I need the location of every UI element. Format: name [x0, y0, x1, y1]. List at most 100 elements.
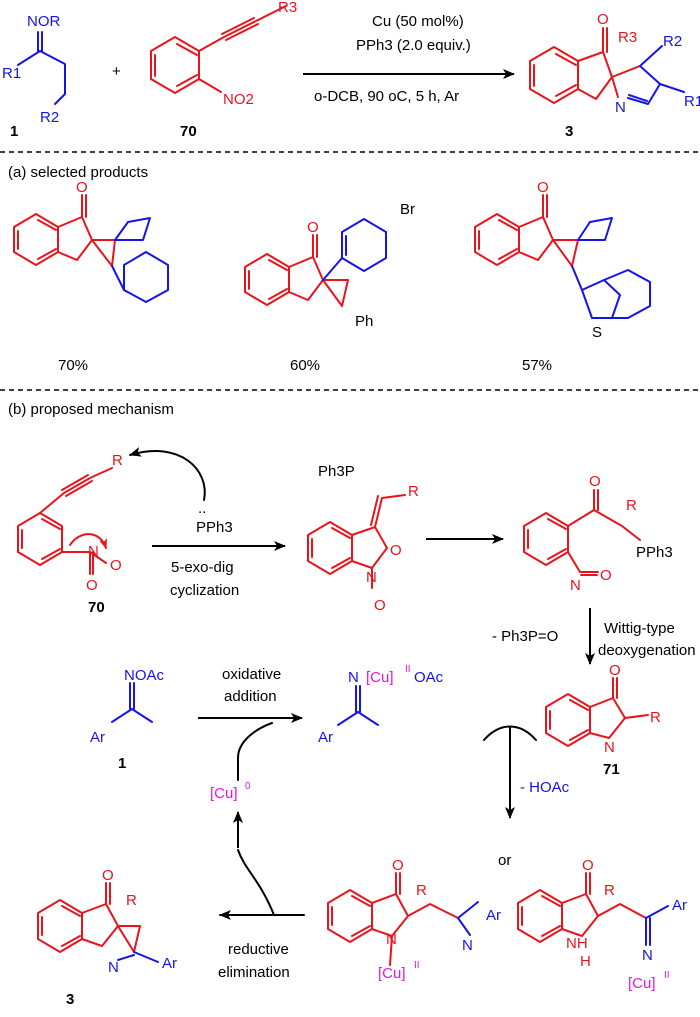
- p3-s: S: [592, 324, 602, 341]
- p1-o: O: [76, 179, 88, 196]
- cyc-b-nh: NH: [566, 935, 588, 952]
- cond-exo-dig: 5-exo-dig: [171, 559, 234, 576]
- mech-compound-71: O R N 71: [545, 662, 661, 778]
- cu-complex-ox: II: [405, 664, 411, 675]
- mech70-o2: O: [86, 577, 98, 594]
- alkyne-r3: R3: [278, 0, 297, 16]
- cyc-b-ox: II: [664, 970, 670, 981]
- oxime-reagent: NOR R1 R2 1: [2, 13, 66, 140]
- mech70-n: N: [88, 543, 99, 560]
- cu-complex-n: N: [348, 669, 359, 686]
- product-label: 3: [565, 123, 573, 140]
- or-text: or: [498, 852, 511, 869]
- yield-1: 70%: [58, 357, 88, 374]
- cyc-b-o: O: [582, 857, 594, 874]
- nitroaryl-alkyne: R3 NO2 70: [150, 0, 297, 140]
- oxime-label: 1: [118, 755, 126, 772]
- cyc-a-o: O: [392, 857, 404, 874]
- step2-left: - Ph3P=O: [492, 628, 558, 645]
- conditions-line1: Cu (50 mol%): [372, 13, 464, 30]
- product-3-structure: O R3 R2 R1 N 3: [529, 11, 700, 140]
- inter2-r: R: [626, 497, 637, 514]
- cyc-b-ar: Ar: [672, 897, 687, 914]
- inter1-n: N: [366, 569, 377, 586]
- inter2-o: O: [589, 473, 601, 490]
- conditions-line2: PPh3 (2.0 equiv.): [356, 37, 471, 54]
- conditions-below: o-DCB, 90 oC, 5 h, Ar: [314, 88, 459, 105]
- yield-3: 57%: [522, 357, 552, 374]
- selected-product-3: O S: [474, 179, 651, 341]
- cyc-b-h: H: [580, 953, 591, 970]
- product-o: O: [597, 11, 609, 28]
- p3m-r: R: [126, 892, 137, 909]
- p3-o: O: [537, 179, 549, 196]
- c71-o: O: [609, 662, 621, 679]
- oxime-ar: Ar: [90, 729, 105, 746]
- cyc-b-r: R: [604, 882, 615, 899]
- product-n: N: [615, 99, 626, 116]
- hoac-loss: - HOAc: [520, 779, 570, 796]
- red-elim-curve: [237, 849, 275, 916]
- inter1-o: O: [390, 542, 402, 559]
- mech-cu-complex: N [Cu] II OAc Ar: [318, 664, 444, 746]
- red-elim-1: reductive: [228, 941, 289, 958]
- cyc-a-r: R: [416, 882, 427, 899]
- cyc-b-n: N: [642, 947, 653, 964]
- mech70-r: R: [112, 452, 123, 469]
- top-scheme: NOR R1 R2 1 + R3 NO2 70 Cu (50 mol%) PPh…: [2, 0, 700, 140]
- inter2-pph3: PPh3: [636, 544, 673, 561]
- ox-add-2: addition: [224, 688, 277, 705]
- red-elim-2: elimination: [218, 964, 290, 981]
- p3m-ar: Ar: [162, 955, 177, 972]
- selected-product-2: O Br Ph: [244, 201, 415, 330]
- step2-right-2: deoxygenation: [598, 642, 696, 659]
- plus-sign: +: [112, 63, 121, 80]
- cu-complex-cu: [Cu]: [366, 669, 394, 686]
- c71-label: 71: [603, 761, 620, 778]
- c71-n: N: [604, 739, 615, 756]
- p2-o: O: [307, 219, 319, 236]
- nitro-group: NO2: [223, 91, 254, 108]
- p3m-o: O: [102, 867, 114, 884]
- p2-br: Br: [400, 201, 415, 218]
- cyc-a-n2: N: [462, 937, 473, 954]
- cyc-a-n: N: [386, 931, 397, 948]
- cond-cyclization: cyclization: [170, 582, 239, 599]
- mech-compound-70: R N O O 70: [17, 447, 206, 616]
- inter1-r: R: [408, 483, 419, 500]
- cu0-ox: 0: [245, 781, 251, 792]
- p3m-n: N: [108, 959, 119, 976]
- oxime-nor: NOR: [27, 13, 61, 30]
- step2-right-1: Wittig-type: [604, 620, 675, 637]
- cyc-a-ar: Ar: [486, 907, 501, 924]
- inter2-n: N: [570, 577, 581, 594]
- mech70-label: 70: [88, 599, 105, 616]
- inter1-ph3p: Ph3P: [318, 463, 355, 480]
- cyc-b-cu: [Cu]: [628, 975, 656, 992]
- p3m-label: 3: [66, 991, 74, 1008]
- cu-complex-oac: OAc: [414, 669, 444, 686]
- mech-intermediate-2: O R PPh3 N O: [523, 473, 673, 594]
- mech-cyclized-b: O R NH H N Ar [Cu] II: [517, 857, 687, 992]
- mech-intermediate-1: Ph3P R O N O: [307, 463, 419, 614]
- cu0-text: [Cu]: [210, 785, 238, 802]
- mech-oxime: NOAc Ar 1: [90, 667, 165, 772]
- yield-2: 60%: [290, 357, 320, 374]
- pph3-reagent: PPh3: [196, 519, 233, 536]
- p2-ph: Ph: [355, 313, 373, 330]
- merge-curve: [483, 725, 537, 741]
- inter1-o2: O: [374, 597, 386, 614]
- oxime-noac: NOAc: [124, 667, 165, 684]
- c71-r: R: [650, 709, 661, 726]
- cu-complex-ar: Ar: [318, 729, 333, 746]
- cyc-a-cu: [Cu]: [378, 965, 406, 982]
- cyc-a-ox: II: [414, 960, 420, 971]
- oxime-r2: R2: [40, 109, 59, 126]
- reagent1-label: 1: [10, 123, 18, 140]
- mech70-o1: O: [110, 557, 122, 574]
- product-r3: R3: [618, 29, 637, 46]
- cu0-return-path: [237, 722, 273, 781]
- selected-product-1: O: [13, 179, 169, 303]
- section-b-title: (b) proposed mechanism: [8, 401, 174, 418]
- mech-cyclized-a: O R N N Ar [Cu] II: [327, 857, 501, 982]
